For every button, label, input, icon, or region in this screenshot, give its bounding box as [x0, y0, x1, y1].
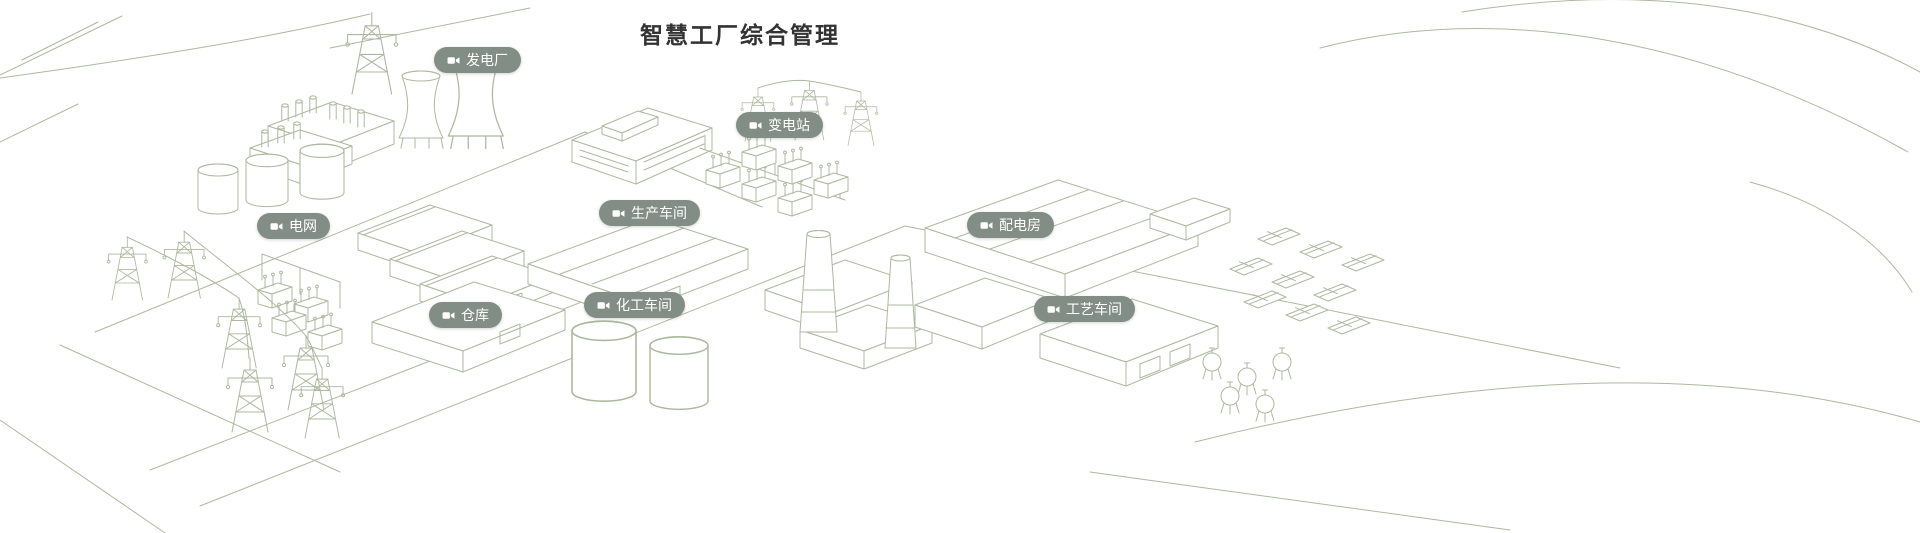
- video-camera-icon: [270, 221, 283, 232]
- video-camera-icon: [447, 55, 460, 66]
- video-camera-icon: [597, 300, 610, 311]
- marker-label: 工艺车间: [1066, 301, 1122, 317]
- video-camera-icon: [980, 220, 993, 231]
- marker-label: 发电厂: [466, 52, 508, 68]
- page-title: 智慧工厂综合管理: [640, 22, 840, 48]
- marker-label: 配电房: [999, 217, 1041, 233]
- video-camera-icon: [612, 208, 625, 219]
- marker-label: 变电站: [768, 117, 810, 133]
- marker-process-workshop[interactable]: 工艺车间: [1034, 296, 1135, 322]
- marker-production-workshop[interactable]: 生产车间: [599, 200, 700, 226]
- marker-power-plant[interactable]: 发电厂: [434, 47, 521, 73]
- marker-label: 电网: [289, 218, 317, 234]
- video-camera-icon: [442, 310, 455, 321]
- marker-label: 仓库: [461, 307, 489, 323]
- video-camera-icon: [749, 120, 762, 131]
- marker-chemical-workshop[interactable]: 化工车间: [584, 292, 685, 318]
- marker-substation[interactable]: 变电站: [736, 112, 823, 138]
- video-camera-icon: [1047, 304, 1060, 315]
- marker-label: 化工车间: [616, 297, 672, 313]
- marker-distribution-room[interactable]: 配电房: [967, 212, 1054, 238]
- marker-warehouse[interactable]: 仓库: [429, 302, 502, 328]
- marker-power-grid[interactable]: 电网: [257, 213, 330, 239]
- marker-label: 生产车间: [631, 205, 687, 221]
